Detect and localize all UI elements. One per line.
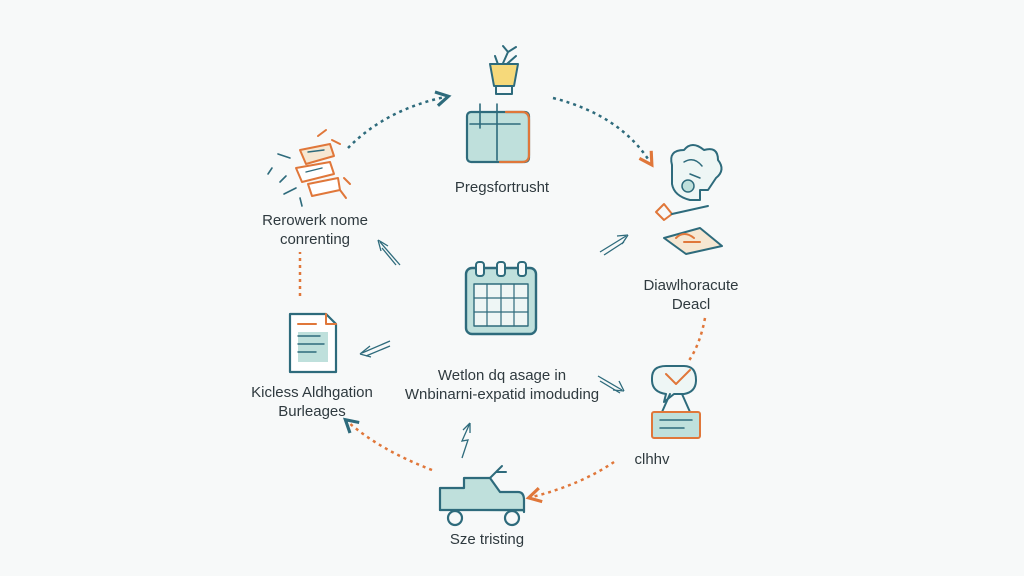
node-label-right-upper: Diawlhoracute Deacl [643,277,739,313]
inner-arrow-upper-left [377,239,401,266]
connector-left-upper-to-top [347,90,452,149]
node-label-left-lower: Kicless Aldhgation Burleages [251,384,373,420]
inner-arrow-right [597,375,625,394]
connector-top-to-right-upper [552,96,654,168]
node-label-top: Pregsfortrusht [454,179,550,196]
node-label-right-lower: clhhv [634,451,670,468]
node-label-bottom: Sze tristing [449,531,525,548]
truck-icon [438,465,526,527]
calendar-grid-icon [464,261,538,336]
speech-bubble-on-stand-icon [651,365,701,439]
inner-arrow-bottom [460,422,471,459]
plant-in-box-icon [465,45,531,164]
center-label: Wetlon dq asage in Wnbinarni-expatid imo… [404,367,600,403]
connector-right-upper-to-right-lower [686,317,707,363]
inner-arrow-upper-right [599,234,629,256]
connector-right-lower-to-bottom [525,460,615,504]
inner-arrow-left [359,340,391,358]
scattered-paper-icon [267,129,351,207]
head-and-document-icon [655,144,723,255]
connector-bottom-to-left-lower [342,417,433,472]
node-label-left-upper: Rerowerk nome conrenting [262,212,368,248]
document-icon [288,312,338,374]
